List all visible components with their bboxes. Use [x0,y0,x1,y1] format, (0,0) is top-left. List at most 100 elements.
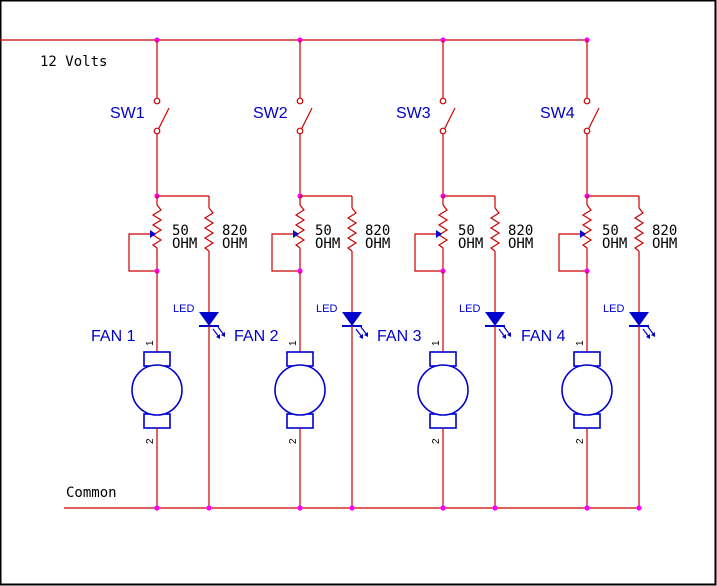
motor-pin-1: 1 [575,340,586,346]
wiper-arrow [580,230,586,238]
switch-terminal [153,97,161,105]
junction-node [636,505,642,511]
pot-unit: OHM [315,236,340,252]
potentiometer [294,204,306,249]
switch-terminal [439,97,447,105]
led-label: LED [316,303,337,315]
arrow-head-icon [364,332,368,337]
motor-brush-bottom [573,413,601,429]
switch-label: SW4 [540,105,575,122]
switch-terminal [439,127,447,135]
motor-brush-top [429,351,457,367]
junction-node [297,505,303,511]
led-label: LED [603,303,624,315]
fan-motor-symbol [131,364,183,416]
motor-pin-2: 2 [431,438,442,444]
switch-label: SW3 [396,105,431,122]
pot-unit: OHM [602,236,627,252]
junction-node [440,505,446,511]
motor-brush-bottom [429,413,457,429]
fan-label: FAN 3 [377,328,422,345]
switch-terminal [583,97,591,105]
wiper-loop [271,233,300,272]
fan-motor-symbol [274,364,326,416]
fan-label: FAN 2 [234,328,279,345]
switch-terminal [583,127,591,135]
fan-motor-symbol [417,364,469,416]
motor-pin-1: 1 [145,340,156,346]
resistor [489,207,501,252]
wiper-loop [128,233,157,272]
motor-brush-bottom [143,413,171,429]
resistor-value: 820 [508,223,533,239]
resistor [633,207,645,252]
motor-pin-1: 1 [431,340,442,346]
common-label: Common [66,485,117,501]
resistor-unit: OHM [652,236,677,252]
potentiometer [437,204,449,249]
switch-terminal [296,127,304,135]
junction-node [584,505,590,511]
wiper-loop [558,233,587,272]
motor-pin-2: 2 [575,438,586,444]
motor-pin-2: 2 [145,438,156,444]
wiper-arrow [150,230,156,238]
fan-label: FAN 4 [521,328,566,345]
fan-label: FAN 1 [91,328,136,345]
junction-node [349,505,355,511]
pot-unit: OHM [172,236,197,252]
junction-node [492,505,498,511]
switch-contact [587,107,600,131]
pot-value: 50 [315,223,332,239]
resistor-value: 820 [365,223,390,239]
resistor-unit: OHM [222,236,247,252]
motor-pin-1: 1 [288,340,299,346]
resistor-value: 820 [652,223,677,239]
motor-brush-top [573,351,601,367]
motor-brush-top [286,351,314,367]
resistor-value: 820 [222,223,247,239]
switch-contact [443,107,456,131]
arrow-head-icon [359,334,363,339]
pot-value: 50 [458,223,475,239]
switch-terminal [296,97,304,105]
resistor [346,207,358,252]
junction-node [154,505,160,511]
junction-node [206,505,212,511]
motor-brush-top [143,351,171,367]
led-symbol [342,312,362,326]
arrow-head-icon [507,332,511,337]
switch-label: SW1 [110,105,145,122]
led-symbol [485,312,505,326]
potentiometer [151,204,163,249]
led-symbol [199,312,219,326]
arrow-head-icon [221,332,225,337]
supply-label: 12 Volts [40,54,107,70]
pot-unit: OHM [458,236,483,252]
arrow-head-icon [646,334,650,339]
led-label: LED [459,303,480,315]
led-label: LED [173,303,194,315]
fan-motor-symbol [561,364,613,416]
pot-value: 50 [172,223,189,239]
switch-label: SW2 [253,105,288,122]
motor-pin-2: 2 [288,438,299,444]
switch-contact [157,107,170,131]
wiper-arrow [293,230,299,238]
wiper-arrow [436,230,442,238]
led-symbol [629,312,649,326]
arrow-head-icon [651,332,655,337]
arrow-head-icon [216,334,220,339]
potentiometer [581,204,593,249]
pot-value: 50 [602,223,619,239]
resistor-unit: OHM [508,236,533,252]
switch-contact [300,107,313,131]
